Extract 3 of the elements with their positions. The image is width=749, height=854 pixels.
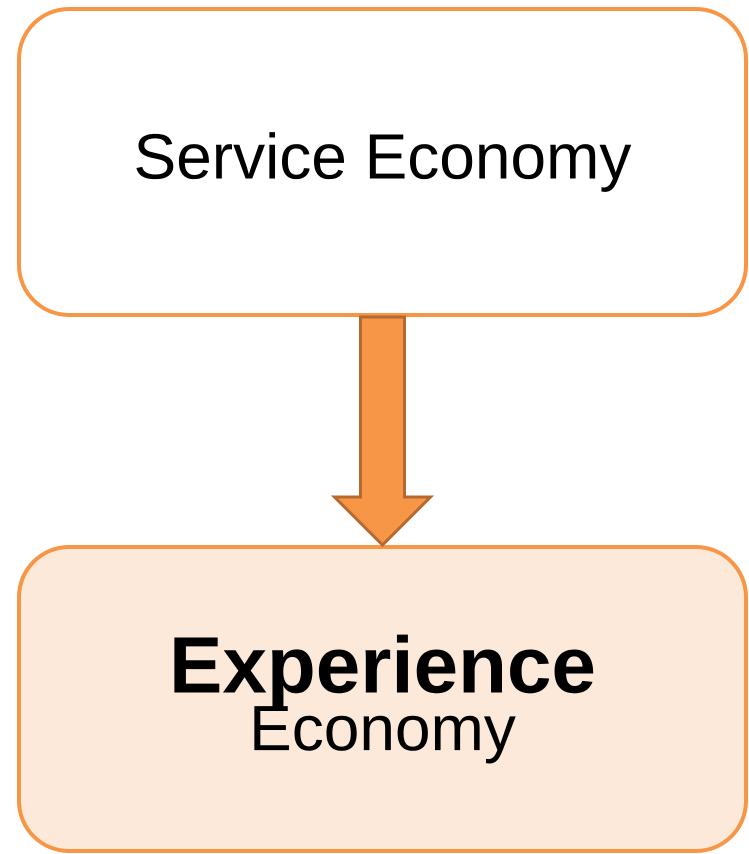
process-box: Service Economy: [17, 7, 748, 317]
block-arrow: [330, 316, 434, 548]
process-box: Experience Economy: [17, 545, 748, 853]
